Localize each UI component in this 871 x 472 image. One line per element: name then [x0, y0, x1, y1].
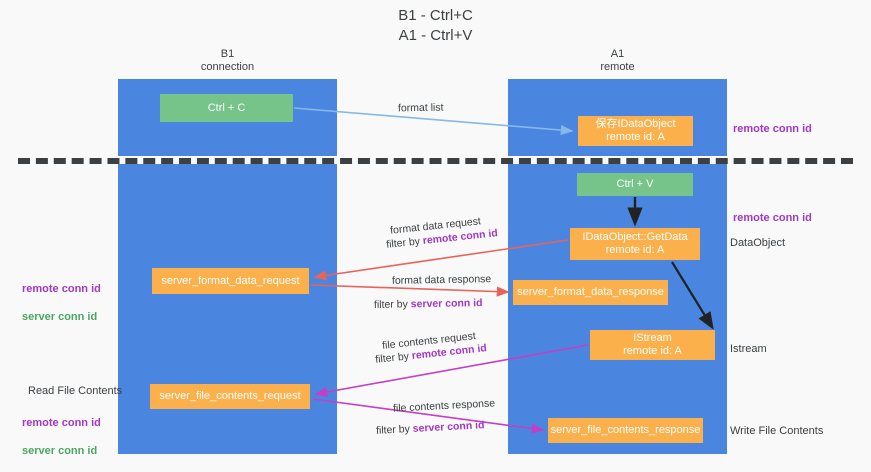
annotation-right-remote-conn-id-top: remote conn id — [733, 123, 812, 135]
filter-prefix-4: filter by — [375, 422, 414, 437]
annotation-right-write-file-contents: Write File Contents — [730, 425, 824, 437]
edge-label-file-contents-response-filter: filter by server conn id — [376, 418, 485, 439]
annotation-left-server-conn-id-mid: server conn id — [22, 311, 98, 323]
annotation-left-remote-conn-id-bottom: remote conn id — [22, 417, 101, 429]
node-server-format-data-response[interactable]: server_format_data_response — [513, 280, 668, 305]
annotation-right-istream: Istream — [730, 343, 767, 355]
column-b1-lower-band — [118, 164, 337, 454]
edge-label-file-contents-response: file contents response — [392, 397, 496, 415]
filter-prefix-3: filter by — [374, 350, 413, 366]
node-istream[interactable]: IStream remote id: A — [590, 330, 715, 360]
column-header-b1: B1 connection — [200, 48, 255, 73]
annotation-left-conn-ids-mid: remote conn id server conn id — [22, 268, 101, 338]
diagram-title: B1 - Ctrl+C A1 - Ctrl+V — [398, 7, 473, 44]
node-server-format-data-request[interactable]: server_format_data_request — [152, 268, 309, 294]
edge-label-format-data-response-filter: filter by server conn id — [374, 296, 483, 313]
filter-key-server-conn-id-2: server conn id — [412, 419, 485, 435]
annotation-left-conn-ids-bottom: remote conn id server conn id — [22, 402, 101, 472]
section-divider — [18, 158, 853, 164]
node-save-idataobject[interactable]: 保存IDataObject remote id: A — [578, 116, 693, 146]
annotation-right-remote-conn-id-mid: remote conn id — [733, 212, 812, 224]
node-server-file-contents-request[interactable]: server_file_contents_request — [150, 384, 310, 409]
node-ctrl-v[interactable]: Ctrl + V — [577, 173, 693, 196]
edge-label-format-list: format list — [397, 101, 444, 115]
node-ctrl-c[interactable]: Ctrl + C — [160, 94, 293, 122]
filter-prefix-1: filter by — [385, 235, 424, 251]
filter-key-server-conn-id-1: server conn id — [410, 297, 483, 311]
edge-label-format-data-response: format data response — [391, 273, 492, 287]
node-idataobject-getdata[interactable]: IDataObject::GetData remote id: A — [570, 228, 700, 260]
annotation-left-remote-conn-id-mid: remote conn id — [22, 283, 101, 295]
annotation-right-dataobject: DataObject — [730, 237, 786, 249]
filter-prefix-2: filter by — [373, 298, 411, 311]
annotation-left-server-conn-id-bottom: server conn id — [22, 445, 98, 457]
column-a1-lower-band — [508, 164, 727, 454]
node-server-file-contents-response[interactable]: server_file_contents_response — [548, 418, 703, 443]
column-header-a1: A1 remote — [600, 48, 635, 73]
annotation-left-read-file-contents: Read File Contents — [28, 385, 123, 397]
